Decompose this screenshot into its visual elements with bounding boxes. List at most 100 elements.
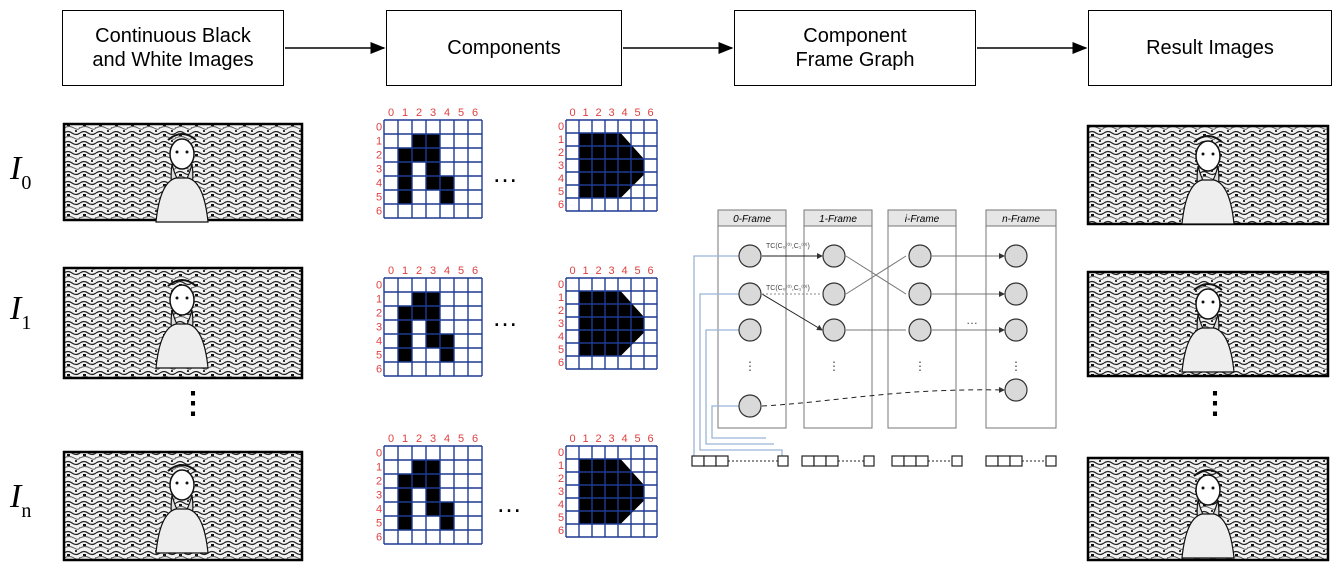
grid-tick-row: 6 [558, 357, 564, 369]
frame-i-label: i-Frame [905, 214, 940, 225]
grid-tick-row: 3 [376, 490, 382, 502]
grid-tick-col: 2 [416, 433, 422, 445]
result-image-0 [1086, 124, 1330, 226]
component-grids: 0011223344556600112233445566001122334455… [376, 107, 658, 545]
grid-tick-row: 5 [558, 186, 564, 198]
grid-tick-row: 0 [558, 121, 564, 133]
grid-tick-row: 2 [376, 150, 382, 162]
grid-tick-row: 2 [558, 305, 564, 317]
grid-tick-row: 1 [376, 136, 382, 148]
image-label-0: I0 [10, 150, 32, 194]
grid-tick-col: 3 [430, 433, 436, 445]
grid-cell-filled [398, 190, 412, 204]
grid-cell-filled [426, 306, 440, 320]
grid-cell-filled [398, 320, 412, 334]
grid-tick-col: 6 [647, 433, 653, 445]
grid-tick-row: 2 [376, 476, 382, 488]
step-box-input-images: Continuous Black and White Images [62, 10, 284, 86]
grid-cell-filled [440, 502, 454, 516]
grid-tick-col: 3 [608, 107, 614, 119]
grid-tick-col: 1 [402, 107, 408, 119]
input-image-1 [62, 266, 304, 380]
grid-tick-col: 4 [621, 433, 627, 445]
grid-cell-filled [440, 176, 454, 190]
grid-tick-row: 6 [376, 364, 382, 376]
grid-cell-filled [426, 162, 440, 176]
grid-tick-col: 5 [458, 433, 464, 445]
frame-0-ellipsis: ⋮ [744, 359, 756, 373]
grid-cell-filled [426, 474, 440, 488]
grid-tick-row: 4 [376, 504, 382, 516]
grid-cell-filled [412, 148, 426, 162]
grid-tick-row: 5 [376, 518, 382, 530]
grid-tick-row: 0 [376, 448, 382, 460]
grid-tick-col: 1 [402, 265, 408, 277]
grid-tick-row: 3 [558, 318, 564, 330]
grid-tick-row: 3 [376, 164, 382, 176]
grid-tick-row: 4 [376, 336, 382, 348]
grid-tick-col: 6 [472, 107, 478, 119]
grid-tick-row: 0 [558, 447, 564, 459]
grid-cell-filled [398, 516, 412, 530]
grid-tick-row: 3 [558, 160, 564, 172]
grid-tick-col: 0 [388, 433, 394, 445]
grid-tick-row: 5 [558, 512, 564, 524]
grid-cell-filled [398, 176, 412, 190]
input-image-n [62, 450, 304, 562]
grid-tick-row: 3 [558, 486, 564, 498]
grid-cell-filled [426, 148, 440, 162]
frame-1: 1-Frame [803, 209, 873, 429]
grid-tick-row: 1 [558, 460, 564, 472]
step-label: Result Images [1146, 37, 1274, 59]
grid-tick-col: 5 [458, 107, 464, 119]
grid-cell-filled [440, 516, 454, 530]
grid-tick-row: 6 [558, 525, 564, 537]
frame-n-ellipsis: ⋮ [1010, 359, 1022, 373]
grid-tick-row: 5 [376, 350, 382, 362]
grid-tick-col: 4 [444, 265, 450, 277]
grid-cell-filled [412, 292, 426, 306]
grid-cell-filled [398, 306, 412, 320]
grid-cell-filled [398, 474, 412, 488]
grid-cell-filled [398, 348, 412, 362]
grid-cell-filled [412, 474, 426, 488]
grid-tick-col: 1 [402, 433, 408, 445]
grid-tick-row: 6 [376, 206, 382, 218]
grid-cell-filled [426, 460, 440, 474]
grid-cell-filled [398, 334, 412, 348]
grid-cell-filled [426, 292, 440, 306]
grid-cell-filled [426, 488, 440, 502]
component-shape [579, 459, 644, 524]
grid-tick-row: 5 [376, 192, 382, 204]
grid-tick-col: 0 [388, 107, 394, 119]
grid-tick-col: 6 [647, 265, 653, 277]
image-label-n: In [10, 478, 32, 522]
grid-tick-row: 0 [376, 122, 382, 134]
grid-tick-col: 6 [472, 265, 478, 277]
frame-arrays [691, 455, 1057, 467]
grid-tick-col: 4 [621, 107, 627, 119]
grid-tick-row: 6 [558, 199, 564, 211]
grid-cell-filled [440, 348, 454, 362]
result-image-n [1086, 456, 1330, 562]
grid-cell-filled [398, 502, 412, 516]
input-image-0 [62, 122, 304, 223]
grid-tick-row: 5 [558, 344, 564, 356]
component-ellipsis-1: … [492, 302, 518, 332]
step-label: Components [447, 37, 561, 59]
grid-tick-col: 4 [444, 107, 450, 119]
grid-cell-filled [398, 148, 412, 162]
frame-0-label: 0-Frame [733, 214, 771, 225]
grid-tick-row: 2 [376, 308, 382, 320]
grid-tick-col: 2 [595, 265, 601, 277]
grid-cell-filled [412, 460, 426, 474]
grid-cell-filled [426, 320, 440, 334]
graph-nodes [738, 244, 1028, 418]
grid-tick-col: 2 [416, 107, 422, 119]
grid-tick-row: 3 [376, 322, 382, 334]
step-label: Continuous Black and White Images [92, 25, 254, 71]
grid-tick-col: 5 [634, 265, 640, 277]
grid-tick-col: 0 [569, 265, 575, 277]
